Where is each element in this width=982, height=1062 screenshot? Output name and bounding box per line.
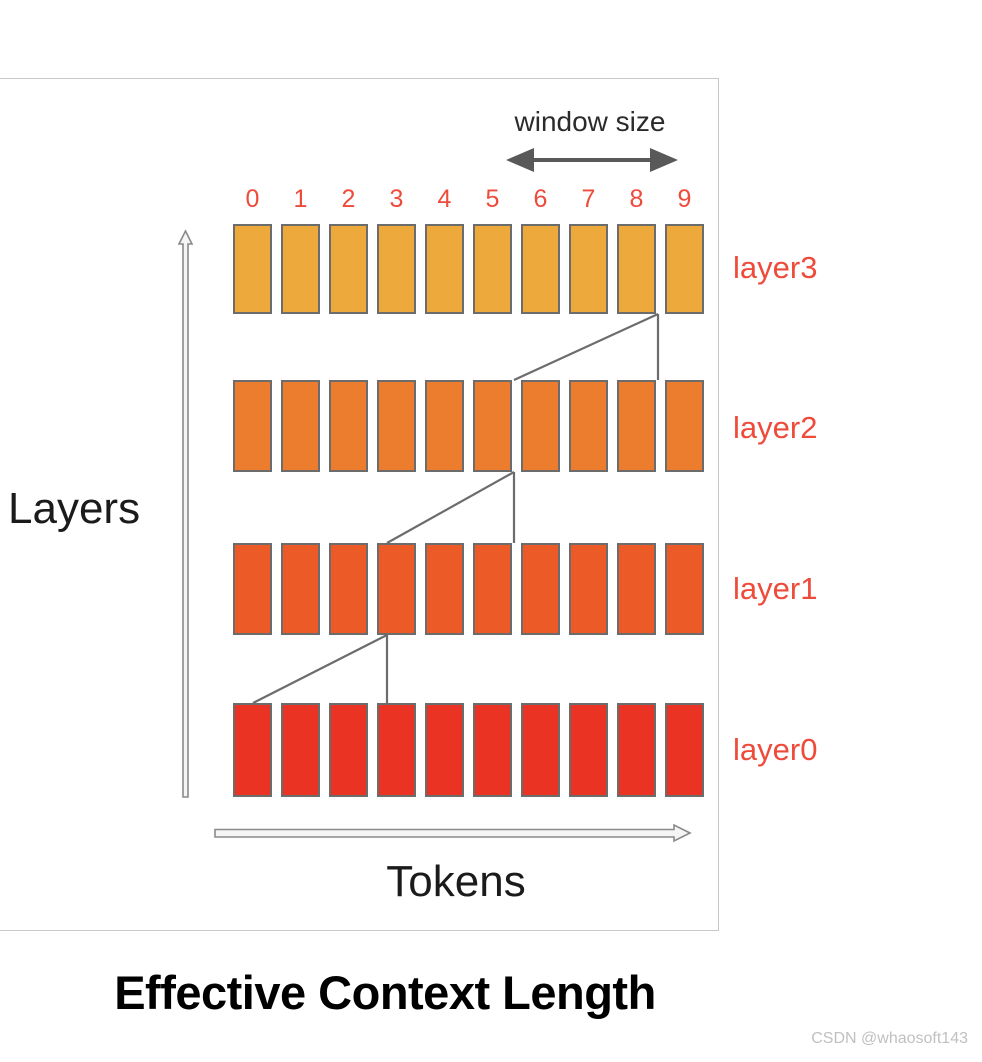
token-index-8: 8	[629, 185, 644, 213]
token-cell-layer1-4	[425, 543, 464, 635]
token-index-row: 0 1 2 3 4 5 6 7 8 9	[233, 184, 692, 214]
token-cell-layer1-0	[233, 543, 272, 635]
token-cell-layer1-6	[521, 543, 560, 635]
token-index-6: 6	[533, 185, 548, 213]
token-cell-layer3-0	[233, 224, 272, 314]
token-cell-layer1-2	[329, 543, 368, 635]
layer-row-layer3	[233, 224, 704, 314]
token-cell-layer0-5	[473, 703, 512, 797]
token-cell-layer0-3	[377, 703, 416, 797]
token-cell-layer2-6	[521, 380, 560, 472]
layer-row-layer2	[233, 380, 704, 472]
token-cell-layer2-2	[329, 380, 368, 472]
token-cell-layer3-3	[377, 224, 416, 314]
layer-label-layer3: layer3	[733, 250, 818, 285]
token-index-2: 2	[341, 185, 356, 213]
token-cell-layer2-1	[281, 380, 320, 472]
token-index-3: 3	[389, 185, 404, 213]
token-cell-layer1-7	[569, 543, 608, 635]
token-cell-layer0-2	[329, 703, 368, 797]
layer-label-layer0: layer0	[733, 732, 818, 767]
token-index-7: 7	[581, 185, 596, 213]
token-cell-layer0-9	[665, 703, 704, 797]
token-cell-layer2-9	[665, 380, 704, 472]
token-cell-layer1-8	[617, 543, 656, 635]
token-cell-layer3-6	[521, 224, 560, 314]
watermark: CSDN @whaosoft143	[811, 1030, 968, 1047]
layer-label-layer1: layer1	[733, 571, 818, 606]
token-cell-layer0-4	[425, 703, 464, 797]
token-index-1: 1	[293, 185, 308, 213]
token-index-4: 4	[437, 185, 452, 213]
token-cell-layer3-2	[329, 224, 368, 314]
token-cell-layer0-7	[569, 703, 608, 797]
token-index-9: 9	[677, 185, 692, 213]
token-cell-layer3-4	[425, 224, 464, 314]
token-cell-layer3-1	[281, 224, 320, 314]
token-cell-layer0-6	[521, 703, 560, 797]
token-cell-layer3-9	[665, 224, 704, 314]
token-cell-layer2-3	[377, 380, 416, 472]
token-cell-layer1-1	[281, 543, 320, 635]
token-index-0: 0	[245, 185, 260, 213]
token-cell-layer2-8	[617, 380, 656, 472]
token-cell-layer2-5	[473, 380, 512, 472]
layer-row-layer1	[233, 543, 704, 635]
token-cell-layer2-0	[233, 380, 272, 472]
token-cell-layer0-8	[617, 703, 656, 797]
layer-row-layer0	[233, 703, 704, 797]
token-cell-layer3-8	[617, 224, 656, 314]
y-axis-caption: Layers	[8, 484, 141, 533]
token-cell-layer1-3	[377, 543, 416, 635]
token-cell-layer0-1	[281, 703, 320, 797]
x-axis-caption: Tokens	[386, 857, 526, 906]
token-cell-layer2-7	[569, 380, 608, 472]
token-cell-layer0-0	[233, 703, 272, 797]
layer-label-layer2: layer2	[733, 410, 818, 445]
token-cell-layer1-9	[665, 543, 704, 635]
token-cell-layer1-5	[473, 543, 512, 635]
page-title: Effective Context Length	[114, 966, 656, 1019]
token-cell-layer3-5	[473, 224, 512, 314]
token-cell-layer2-4	[425, 380, 464, 472]
window-size-label: window size	[514, 106, 666, 137]
token-cell-layer3-7	[569, 224, 608, 314]
token-index-5: 5	[485, 185, 500, 213]
